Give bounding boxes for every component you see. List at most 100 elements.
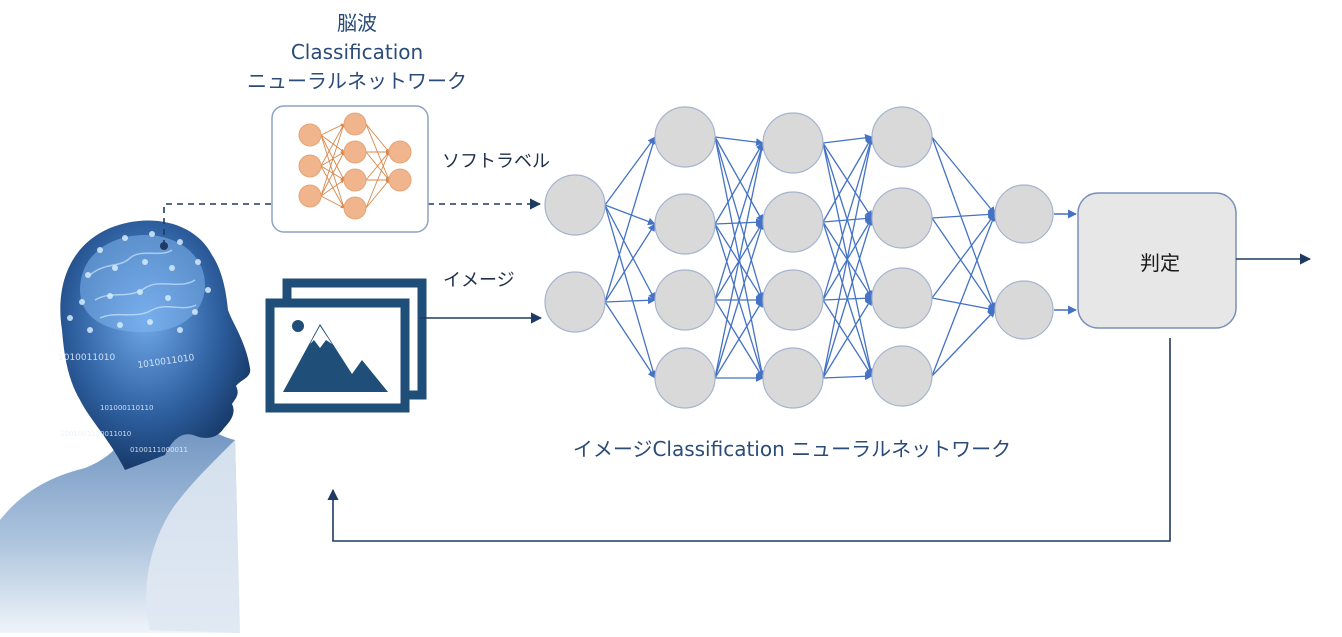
small-neural-network-box xyxy=(271,105,429,233)
main-edge-l3-n2-to-n0 xyxy=(931,213,996,299)
small-edge-l0-n0-to-n3 xyxy=(320,134,345,209)
main-network-edges xyxy=(604,133,997,382)
small-edge-l0-n1-to-n0 xyxy=(320,123,345,167)
small-node-layer2-1 xyxy=(388,168,412,192)
small-edge-l0-n2-to-n2 xyxy=(320,179,345,197)
main-node-layer0-1 xyxy=(544,271,606,333)
small-node-layer2-0 xyxy=(388,140,412,164)
small-edge-l0-n2-to-n3 xyxy=(320,195,345,209)
main-edge-l3-n2-to-n1 xyxy=(931,297,996,313)
image-gallery-icon xyxy=(265,278,427,413)
main-edge-l0-n1-to-n3 xyxy=(604,301,656,379)
main-edge-l0-n0-to-n1 xyxy=(604,204,656,226)
main-node-layer1-0 xyxy=(654,106,716,168)
small-edge-l1-n2-to-n0 xyxy=(365,151,390,181)
small-node-layer1-0 xyxy=(343,112,367,136)
small-edge-l0-n2-to-n1 xyxy=(320,151,345,197)
main-edge-l3-n1-to-n1 xyxy=(931,217,996,311)
main-edge-l1-n2-to-n0 xyxy=(714,142,765,301)
main-edge-l3-n1-to-n0 xyxy=(931,210,996,219)
soft-label-text: ソフトラベル xyxy=(442,151,550,172)
main-edge-l1-n0-to-n0 xyxy=(714,136,764,146)
feedback-loop-arrow xyxy=(327,338,1171,542)
binary-row-4: 1001001100011010 xyxy=(60,430,131,438)
eeg-electrodes xyxy=(67,231,211,333)
eeg-title-line2: Classification xyxy=(291,40,423,64)
small-node-layer1-3 xyxy=(343,196,367,220)
main-node-layer1-3 xyxy=(654,347,716,409)
main-edge-l2-n3-to-n1 xyxy=(822,217,874,379)
eeg-title-line3: ニューラルネットワーク xyxy=(247,69,467,93)
judgement-box-frame xyxy=(1077,192,1237,329)
image-mountains xyxy=(283,324,388,392)
main-edge-l1-n0-to-n1 xyxy=(714,136,764,223)
binary-row-1: 1010011010 xyxy=(58,353,116,363)
main-edge-l2-n3-to-n2 xyxy=(822,297,873,379)
small-edge-l0-n0-to-n2 xyxy=(320,134,345,181)
small-edge-l0-n0-to-n1 xyxy=(320,134,345,153)
judgement-label: 判定 xyxy=(1140,251,1180,275)
main-node-layer2-1 xyxy=(762,191,824,253)
main-node-layer4-0 xyxy=(994,184,1054,244)
main-edge-l0-n0-to-n3 xyxy=(604,204,657,379)
main-edge-l3-n0-to-n0 xyxy=(931,136,996,215)
small-node-layer1-1 xyxy=(343,140,367,164)
image-sun-dot xyxy=(292,320,304,332)
image-mountain-snow xyxy=(310,326,332,348)
main-edge-l3-n3-to-n1 xyxy=(931,309,996,377)
eeg-network-title: 脳波 Classification ニューラルネットワーク xyxy=(247,11,467,93)
main-node-layer4-1 xyxy=(994,280,1054,340)
main-edge-l0-n0-to-n0 xyxy=(604,136,656,206)
small-node-layer1-2 xyxy=(343,168,367,192)
small-edge-l0-n0-to-n0 xyxy=(320,123,345,136)
main-edge-l2-n2-to-n0 xyxy=(822,136,874,301)
main-node-layer2-3 xyxy=(762,347,824,409)
small-edge-l1-n3-to-n0 xyxy=(365,151,390,209)
image-label-text: イメージ xyxy=(443,270,515,291)
main-edge-l2-n0-to-n0 xyxy=(822,133,873,144)
small-edge-l1-n3-to-n1 xyxy=(365,179,390,209)
main-edge-l0-n1-to-n1 xyxy=(604,223,656,303)
main-edge-l1-n3-to-n2 xyxy=(714,299,764,379)
main-edge-l2-n1-to-n0 xyxy=(822,136,873,223)
binary-row-5: 0100111000011 xyxy=(130,446,188,454)
small-edge-l0-n1-to-n2 xyxy=(320,165,345,181)
judgement-box: 判定 xyxy=(1077,192,1237,329)
main-network-label: イメージClassification ニューラルネットワーク xyxy=(573,437,1011,461)
main-edge-l3-n0-to-n1 xyxy=(931,136,997,311)
main-node-layer3-1 xyxy=(871,187,933,249)
main-edge-l0-n1-to-n0 xyxy=(604,136,657,303)
main-edge-l0-n0-to-n2 xyxy=(604,204,656,301)
main-node-layer2-2 xyxy=(762,269,824,331)
main-edge-l1-n1-to-n0 xyxy=(714,142,764,225)
eeg-title-line1: 脳波 xyxy=(337,11,377,35)
main-node-layer0-0 xyxy=(544,174,606,236)
soft-label-path xyxy=(163,198,542,246)
binary-row-3: 101000110110 xyxy=(100,404,153,412)
small-node-layer0-1 xyxy=(298,154,322,178)
dashed-connector-head xyxy=(163,203,272,246)
small-node-layer0-2 xyxy=(298,184,322,208)
main-edge-l1-n0-to-n2 xyxy=(714,136,765,301)
small-edge-l1-n0-to-n0 xyxy=(365,123,390,153)
main-network-nodes xyxy=(544,106,1054,409)
main-edge-l2-n3-to-n0 xyxy=(822,136,875,379)
small-edge-l0-n2-to-n0 xyxy=(320,123,345,197)
main-node-layer3-3 xyxy=(871,345,933,407)
main-edge-l3-n3-to-n0 xyxy=(931,213,997,377)
main-edge-l1-n3-to-n1 xyxy=(714,221,765,379)
main-edge-l2-n3-to-n3 xyxy=(822,372,873,381)
main-node-layer3-0 xyxy=(871,106,933,168)
main-edge-l1-n3-to-n0 xyxy=(714,142,766,379)
main-node-layer1-1 xyxy=(654,193,716,255)
small-edge-l0-n1-to-n3 xyxy=(320,165,345,209)
small-node-layer0-0 xyxy=(298,123,322,147)
main-node-layer3-2 xyxy=(871,267,933,329)
small-neural-network-icon xyxy=(298,112,412,220)
head-brain-figure-icon: 1010011010 1010011010 101000110110 10010… xyxy=(0,220,251,633)
main-node-layer1-2 xyxy=(654,269,716,331)
main-node-layer2-0 xyxy=(762,112,824,174)
main-edge-l0-n1-to-n2 xyxy=(604,296,656,305)
